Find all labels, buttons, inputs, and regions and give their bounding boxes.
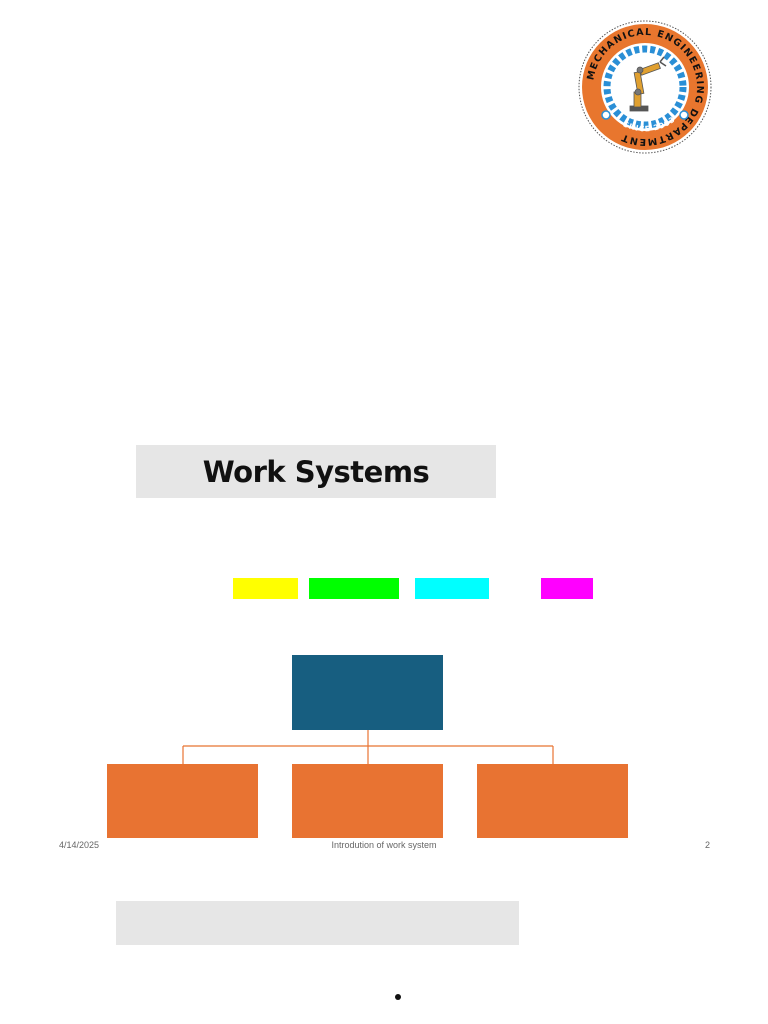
footer-title: Introdution of work system — [331, 840, 437, 850]
highlight-bar-green — [309, 578, 399, 599]
robot-arm-icon — [629, 56, 667, 112]
footer-date: 4/14/2025 — [59, 840, 100, 850]
org-chart-top-box — [292, 655, 443, 730]
org-chart-child-box — [292, 764, 443, 838]
org-chart-child-box — [107, 764, 258, 838]
highlight-bar-cyan — [415, 578, 489, 599]
title-box: Work Systems — [136, 445, 496, 498]
small-gear-icon — [679, 110, 689, 120]
placeholder-box — [116, 901, 519, 945]
org-chart-child-box — [477, 764, 628, 838]
logo-gear-ring — [603, 45, 687, 129]
footer-page-number: 2 — [704, 840, 710, 850]
slide-title: Work Systems — [202, 454, 430, 489]
bullet-point — [395, 994, 401, 1000]
highlight-bar-magenta — [541, 578, 593, 599]
department-logo: MECHANICAL ENGINEERING DEPARTMENT SINCE … — [578, 20, 712, 154]
highlight-bar-yellow — [233, 578, 298, 599]
small-gear-icon — [601, 110, 611, 120]
